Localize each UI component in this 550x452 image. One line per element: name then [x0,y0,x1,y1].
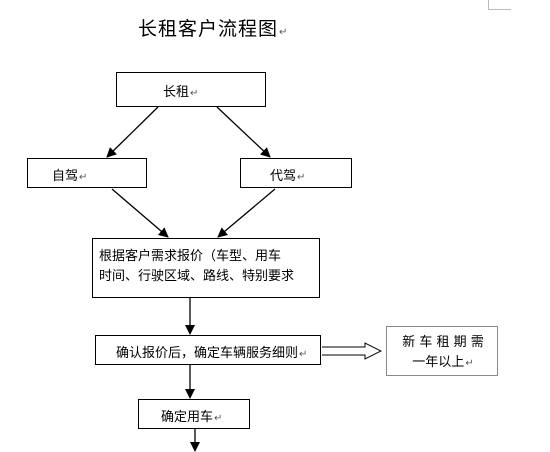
node-self-drive-label: 自驾 [52,169,79,184]
block-arrow-to-new-car-term [322,342,383,360]
node-new-car-line1: 新 车 租 期 需 [402,335,484,350]
node-long-rent-label: 长租 [163,85,190,100]
node-long-rent: 长租↵ [116,72,266,107]
node-confirm-quote: 确认报价后，确定车辆服务细则↵ [95,335,321,365]
node-confirm-car-label: 确定用车 [161,410,214,425]
node-confirm-quote-label: 确认报价后，确定车辆服务细则 [116,346,299,361]
node-quote-line1: 根据客户需求报价（车型、用车 [99,249,282,264]
node-confirm-car: 确定用车↵ [138,399,250,429]
node-quote: 根据客户需求报价（车型、用车 时间、行驶区域、路线、特别要求 [92,238,320,298]
diagram-title: 长租客户流程图↵ [138,18,289,40]
node-new-car-term: 新 车 租 期 需 一年以上↵ [386,326,498,376]
node-new-car-line2: 一年以上 [412,355,465,370]
arrow-chauffeur-to-quote [217,188,276,238]
arrow-long-rent-to-chauffeur [216,106,271,158]
node-chauffeur-label: 代驾 [270,169,297,184]
node-self-drive: 自驾↵ [27,158,147,188]
arrow-long-rent-to-self-drive [106,106,159,158]
page-corner-marker [488,0,511,10]
node-quote-line2: 时间、行驶区域、路线、特别要求 [99,269,295,284]
node-chauffeur: 代驾↵ [240,158,352,188]
arrow-self-drive-to-quote [111,188,169,238]
